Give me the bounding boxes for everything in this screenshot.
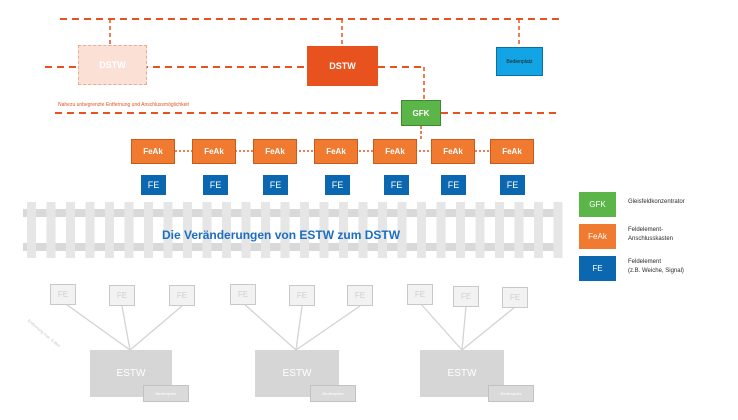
legend-fe-line2: (z.B. Weiche, Signal) [628, 268, 684, 274]
legend-feak-swatch: FeAk [579, 224, 616, 249]
feak-box: FeAk [373, 139, 417, 164]
sleeper [27, 202, 36, 258]
sleeper [436, 202, 446, 258]
sleeper [163, 202, 173, 258]
legend-fe-text: Feldelement (z.B. Weiche, Signal) [628, 258, 684, 276]
estw-bedienplatz-box: Bedienplatz [143, 385, 189, 402]
legend-feak-line1: Feldelement- [628, 227, 664, 233]
sleeper [46, 202, 56, 258]
gray-fe-box: FE [230, 284, 256, 305]
bedienplatz-box: Bedienplatz [496, 47, 543, 76]
sleeper [319, 202, 329, 258]
fe-box: FE [441, 175, 466, 195]
sleeper [261, 202, 270, 258]
fe-box: FE [203, 175, 228, 195]
legend-gfk-line1: Gleisfeldkonzentrator [628, 199, 685, 205]
legend-feak-text: Feldelement- Anschlusskasten [628, 226, 673, 244]
feak-box: FeAk [192, 139, 236, 164]
feak-box: FeAk [131, 139, 175, 164]
sleeper [144, 202, 153, 258]
dstw-box: DSTW [307, 46, 378, 86]
legend-fe-line1: Feldelement [628, 259, 662, 265]
sleeper [105, 202, 114, 258]
legend-fe-swatch: FE [579, 256, 616, 281]
fe-box: FE [263, 175, 288, 195]
rail-top [23, 209, 557, 217]
sleeper [241, 202, 251, 258]
fe-box: FE [141, 175, 166, 195]
estw-network-lines [62, 301, 516, 351]
gfk-box: GFK [401, 100, 441, 126]
railway-track [23, 202, 563, 258]
sleeper [300, 202, 309, 258]
feak-box: FeAk [314, 139, 358, 164]
gray-fe-box: FE [109, 285, 135, 306]
legend-gfk-text: Gleisfeldkonzentrator [628, 198, 685, 207]
fe-box: FE [325, 175, 350, 195]
distance-annotation: Nahezu unbegrenzte Entfernung und Anschl… [58, 102, 189, 108]
sleeper [553, 202, 563, 258]
sleeper [495, 202, 504, 258]
sleeper [514, 202, 524, 258]
sleeper [378, 202, 387, 258]
sleepers [27, 202, 563, 258]
sleeper [339, 202, 348, 258]
sleeper [456, 202, 465, 258]
sleeper [222, 202, 231, 258]
rail-bottom [23, 243, 557, 251]
legend-feak-line2: Anschlusskasten [628, 236, 674, 242]
sleeper [202, 202, 212, 258]
gray-fe-box: FE [289, 285, 315, 306]
sleeper [183, 202, 192, 258]
feak-box: FeAk [253, 139, 297, 164]
feak-box: FeAk [431, 139, 475, 164]
gray-fe-box: FE [407, 284, 433, 305]
estw-bedienplatz-box: Bedienplatz [310, 385, 356, 402]
gray-fe-box: FE [453, 286, 479, 307]
sleeper [534, 202, 543, 258]
sleeper [475, 202, 485, 258]
legend-gfk-swatch: GFK [579, 192, 616, 217]
sleeper [280, 202, 290, 258]
gray-fe-box: FE [347, 285, 373, 306]
sleeper [66, 202, 75, 258]
gray-fe-box: FE [169, 285, 195, 306]
estw-bedienplatz-box: Bedienplatz [488, 385, 534, 402]
gray-fe-box: FE [502, 287, 528, 308]
feak-box: FeAk [490, 139, 534, 164]
sleeper [358, 202, 368, 258]
fe-box: FE [384, 175, 409, 195]
dstw-faded-box: DSTW [78, 45, 147, 85]
gray-fe-box: FE [50, 284, 76, 305]
sleeper [417, 202, 426, 258]
diagram-title: Die Veränderungen von ESTW zum DSTW [162, 228, 401, 242]
sleeper [85, 202, 95, 258]
fe-box: FE [500, 175, 525, 195]
sleeper [124, 202, 134, 258]
sleeper [397, 202, 407, 258]
